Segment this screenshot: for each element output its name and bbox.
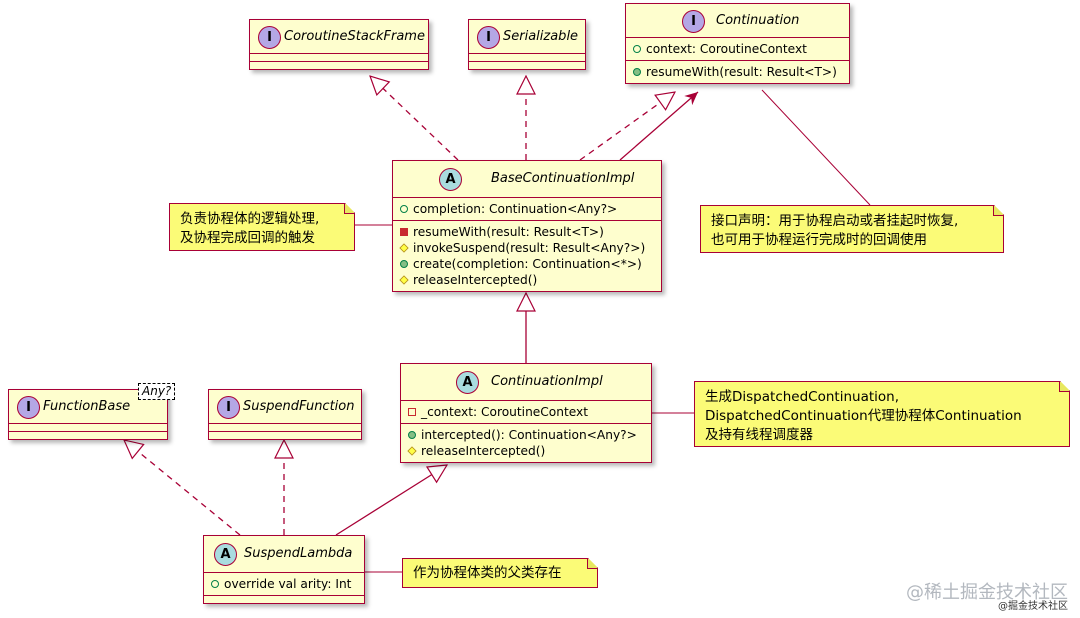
class-name: SuspendFunction [243,399,355,414]
note-continuation: 接口声明：用于协程启动或者挂起时恢复, 也可用于协程运行完成时的回调使用 [700,205,1004,253]
method: releaseIntercepted() [407,443,645,459]
field: completion: Continuation<Any?> [399,201,655,217]
interface-badge: I [258,26,281,49]
field: _context: CoroutineContext [407,404,645,420]
method: create(completion: Continuation<*>) [399,256,655,272]
method: resumeWith(result: Result<T>) [632,64,843,80]
class-coroutine-stack-frame[interactable]: I CoroutineStackFrame [249,19,429,70]
realization-line [370,76,459,161]
generalization-line [335,465,447,536]
class-serializable[interactable]: I Serializable [468,19,586,70]
class-name: CoroutineStackFrame [284,29,425,44]
class-name: BaseContinuationImpl [491,171,635,186]
note-base-continuation: 负责协程体的逻辑处理, 及协程完成回调的触发 [169,203,355,251]
class-suspend-lambda[interactable]: A SuspendLambda override val arity: Int [203,535,365,604]
method: intercepted(): Continuation<Any?> [407,427,645,443]
interface-badge: I [17,396,40,419]
method: resumeWith(result: Result<T>) [399,224,655,240]
interface-badge: I [477,26,500,49]
watermark-small: @掘金技术社区 [998,601,1068,612]
generic-type-param: Any? [138,383,176,400]
abstract-badge: A [456,371,479,394]
note-continuation-impl: 生成DispatchedContinuation, DispatchedCont… [694,381,1070,447]
interface-badge: I [217,396,240,419]
field: override val arity: Int [210,576,358,592]
class-name: Serializable [503,29,579,44]
watermark: @稀土掘金技术社区 [906,582,1068,603]
realization-line [124,440,241,536]
interface-badge: I [682,10,705,33]
association-arrow [619,91,699,161]
method: invokeSuspend(result: Result<Any?>) [399,240,655,256]
class-continuation-impl[interactable]: A ContinuationImpl _context: CoroutineCo… [400,363,652,463]
abstract-badge: A [439,168,462,191]
note-connector [761,89,871,206]
class-name: Continuation [716,13,800,28]
class-name: FunctionBase [43,399,131,414]
field: context: CoroutineContext [632,41,843,57]
note-suspend-lambda: 作为协程体类的父类存在 [402,558,598,588]
class-function-base[interactable]: I FunctionBase [8,389,168,440]
class-suspend-function[interactable]: I SuspendFunction [208,389,362,440]
class-name: SuspendLambda [244,546,353,561]
class-continuation[interactable]: I Continuation context: CoroutineContext… [625,3,850,84]
class-name: ContinuationImpl [491,374,603,389]
class-base-continuation-impl[interactable]: A BaseContinuationImpl completion: Conti… [392,160,662,292]
realization-line [579,92,675,161]
abstract-badge: A [214,543,237,566]
method: releaseIntercepted() [399,272,655,288]
